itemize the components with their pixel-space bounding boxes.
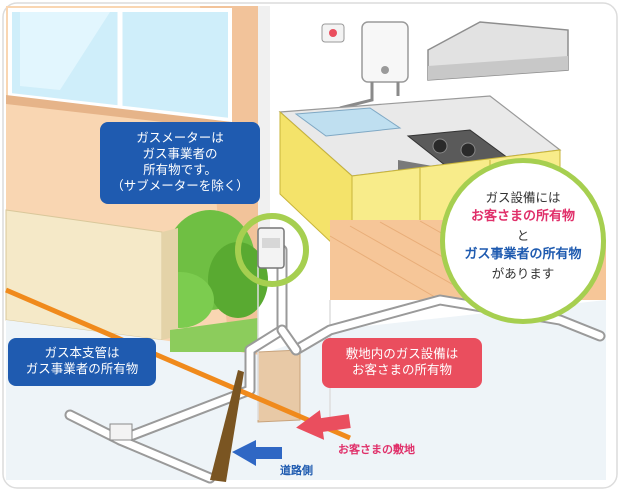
premises-callout-line: 敷地内のガス設備は	[345, 346, 459, 361]
ownership-line-utility: ガス事業者の所有物	[464, 247, 582, 262]
main-pipe-callout: ガス本支管は ガス事業者の所有物	[8, 338, 156, 386]
garden-wall-side	[162, 228, 178, 340]
main-pipe-callout-line: ガス事業者の所有物	[25, 361, 139, 376]
meter-callout-line: （サブメーターを除く）	[111, 178, 249, 193]
meter-callout-line: ガスメーターは	[136, 130, 224, 145]
ownership-line-and: と	[516, 228, 530, 243]
arrow-premises-icon	[296, 410, 351, 440]
customer-site-label: お客さまの敷地	[338, 443, 415, 456]
meter-highlight-circle	[235, 213, 309, 287]
ownership-line-intro: ガス設備には	[485, 190, 561, 205]
ownership-summary-circle: ガス設備には お客さまの所有物 と ガス事業者の所有物 があります	[440, 158, 606, 324]
boundary-pointer	[210, 370, 244, 482]
gas-meter-display	[262, 238, 280, 248]
heater-pipe	[339, 82, 374, 110]
sink	[294, 107, 402, 137]
road-side-label: 道路側	[280, 464, 313, 477]
water-heater	[361, 21, 409, 83]
arrow-road-icon	[232, 440, 282, 466]
shrub-2	[208, 242, 268, 318]
boundary-line	[5, 287, 351, 441]
burner-1	[432, 138, 448, 154]
meter-callout: ガスメーターは ガス事業者の 所有物です。 （サブメーターを除く）	[100, 122, 260, 204]
range-hood-front	[428, 56, 568, 80]
water-heater-knob	[381, 66, 389, 74]
main-pipe-callout-line: ガス本支管は	[44, 345, 120, 360]
lawn	[170, 318, 258, 352]
meter-callout-line: ガス事業者の	[142, 146, 218, 161]
wall-edge	[258, 6, 270, 250]
premises-callout-line: お客さまの所有物	[351, 362, 452, 377]
pipe-junction	[109, 423, 133, 441]
burner-2	[460, 142, 476, 158]
premises-callout: 敷地内のガス設備は お客さまの所有物	[322, 338, 482, 388]
window-glare	[20, 12, 110, 90]
ownership-line-customer: お客さまの所有物	[470, 209, 575, 224]
ownership-line-outro: があります	[491, 266, 555, 281]
remote-button	[329, 29, 337, 37]
garden-wall	[5, 209, 163, 341]
window-sill	[6, 95, 232, 130]
meter-callout-line: 所有物です。	[143, 162, 217, 177]
